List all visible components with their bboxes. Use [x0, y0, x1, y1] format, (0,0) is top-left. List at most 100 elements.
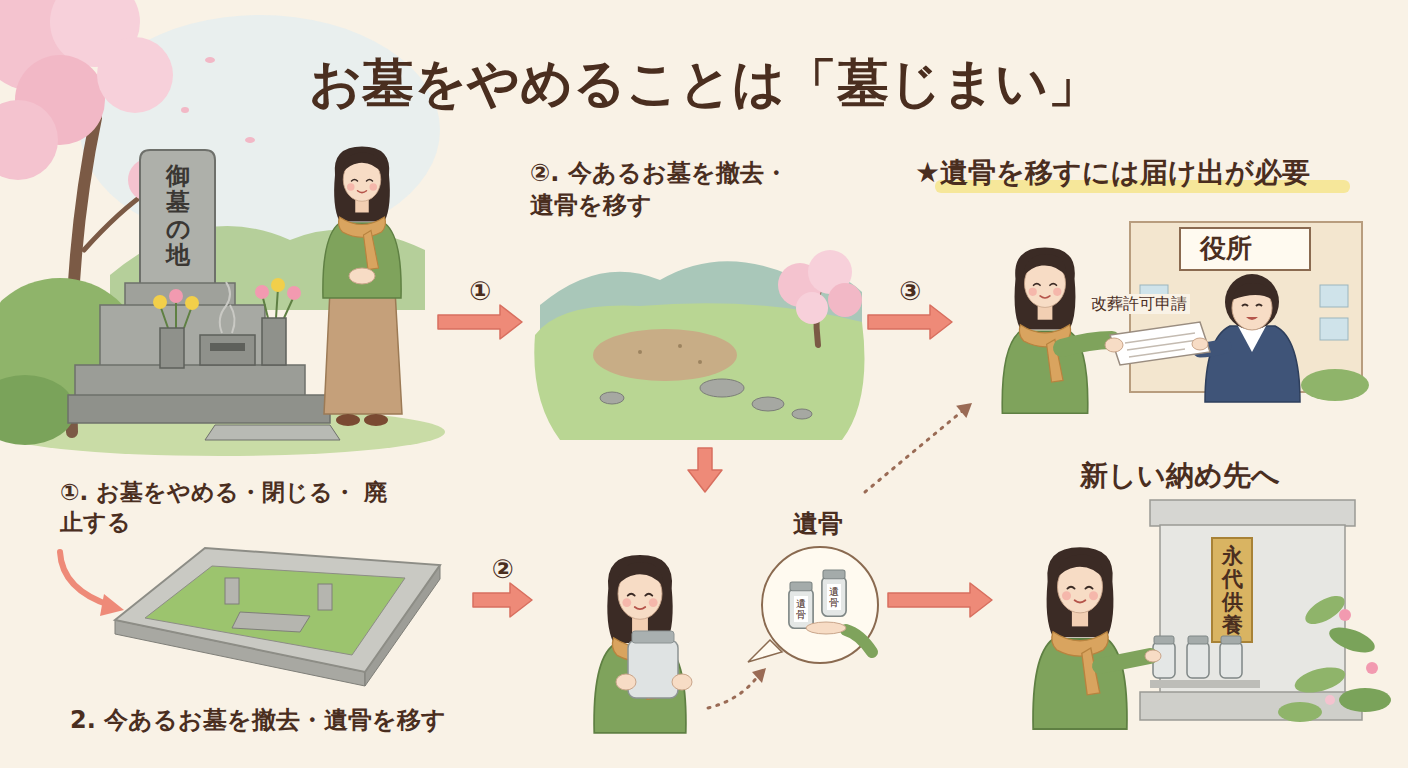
flow-arrow	[868, 305, 952, 339]
columbarium-illustration-part	[1292, 663, 1348, 698]
empty-plot-illustration-part	[752, 397, 784, 411]
remains-illustration-part	[616, 674, 636, 690]
grave-illustration-part	[97, 37, 173, 113]
columbarium-illustration-part	[1140, 692, 1362, 720]
remains-illustration	[594, 547, 878, 733]
remains-illustration-part	[822, 570, 846, 616]
grave-illustration-part	[287, 286, 301, 300]
remains-illustration-part	[827, 584, 841, 610]
removal-scene: ②. 今あるお墓を撤去・ 遺骨を移す	[530, 155, 860, 440]
remains-illustration-part	[632, 631, 674, 643]
columbarium-illustration-part	[1033, 547, 1127, 729]
remains-illustration-part	[762, 547, 878, 663]
empty-plot-illustration-part	[638, 350, 642, 354]
grave-illustration-part	[185, 296, 199, 310]
office-illustration-part	[1002, 248, 1088, 414]
remains-illustration-part	[708, 676, 758, 708]
block-arrow	[888, 583, 992, 617]
columbarium-illustration-part	[1339, 688, 1391, 712]
closed-plot-illustration-part	[318, 584, 332, 610]
remains-illustration-part	[672, 674, 692, 690]
dotted-arrow	[865, 403, 972, 492]
grave-illustration-part	[153, 295, 167, 309]
columbarium-illustration-part	[1145, 650, 1161, 662]
grave-illustration-part	[324, 290, 402, 414]
columbarium-illustration-part	[1325, 695, 1335, 705]
empty-plot-illustration-part	[678, 344, 682, 348]
columbarium-illustration-part	[1212, 538, 1252, 642]
grave-illustration-part	[271, 278, 285, 292]
flow-arrow	[438, 305, 522, 339]
step-number: ③	[899, 276, 921, 307]
grave-illustration-part	[210, 343, 245, 351]
columbarium-illustration-part	[1339, 609, 1351, 621]
block-arrow	[438, 305, 522, 339]
grave-illustration-part	[0, 100, 58, 180]
jar-label: 遺骨	[796, 598, 806, 620]
grave-illustration-part	[100, 305, 265, 367]
office-scene: ★遺骨を移すには届け出が必要役所改葬許可申請	[960, 150, 1365, 395]
columbarium-illustration-part	[1150, 500, 1355, 526]
grave-illustration-part	[125, 283, 235, 307]
office-illustration-part	[1225, 274, 1279, 330]
grave-illustration-part	[364, 414, 388, 426]
closed-plot-illustration-part	[232, 612, 310, 632]
grave-scene: 御墓の地	[20, 130, 430, 445]
office-illustration-part	[1205, 326, 1300, 402]
empty-plot-illustration-part	[593, 329, 737, 381]
block-arrow	[473, 583, 532, 617]
closed-plot-illustration-part	[100, 594, 124, 616]
grave-illustration-part	[140, 150, 215, 285]
office-illustration-part	[1125, 333, 1198, 357]
document-label: 改葬許可申請	[1088, 294, 1190, 314]
grave-illustration-part	[230, 305, 235, 333]
grave-illustration-part	[349, 268, 375, 284]
building-sign: 役所	[1200, 232, 1252, 265]
gravestone-inscription: 御墓の地	[166, 163, 190, 269]
step-heading: ①. お墓をやめる・閉じる・ 廃止する	[60, 478, 390, 538]
grave-illustration-part	[336, 414, 360, 426]
closing-scene: ①. お墓をやめる・閉じる・ 廃止する2. 今あるお墓を撤去・遺骨を移す	[45, 470, 465, 740]
jar-label: 遺骨	[829, 586, 839, 608]
columbarium-illustration-part	[1278, 702, 1322, 722]
block-arrow	[688, 448, 722, 492]
grave-illustration-part	[323, 147, 401, 299]
empty-plot-illustration-part	[698, 360, 702, 364]
columbarium-illustration-part	[1150, 680, 1260, 688]
office-illustration-part	[1301, 369, 1369, 401]
grave-illustration-part	[75, 365, 305, 397]
step-heading: ②. 今あるお墓を撤去・ 遺骨を移す	[530, 157, 802, 222]
notice-heading: ★遺骨を移すには届け出が必要	[915, 155, 1310, 190]
remains-illustration-part	[846, 630, 872, 652]
new-place-scene: 新しい納め先へ永代供養	[1000, 455, 1365, 725]
bubble-label: 遺骨	[793, 508, 843, 539]
flow-arrow	[888, 583, 992, 617]
remains-illustration-part	[789, 582, 813, 628]
grave-illustration-part	[205, 425, 340, 440]
diagram-title: お墓をやめることは「墓じまい」	[0, 52, 1408, 114]
empty-plot-illustration	[534, 250, 864, 440]
flow-arrow	[688, 448, 722, 492]
remains-illustration-part	[806, 622, 846, 634]
empty-plot-illustration-part	[600, 392, 624, 404]
remains-illustration-part	[594, 555, 686, 733]
empty-plot-illustration-part	[700, 379, 744, 397]
remains-illustration-part	[628, 640, 678, 698]
grave-illustration-part	[262, 318, 286, 365]
grave-illustration-part	[220, 282, 230, 333]
step-number: ②	[491, 554, 513, 585]
office-illustration-part	[1110, 322, 1210, 365]
closed-plot-illustration-part	[115, 548, 440, 672]
grave-illustration-part	[169, 289, 183, 303]
office-illustration-part	[1105, 338, 1123, 352]
columbarium-illustration-part	[1366, 662, 1378, 674]
grave-illustration-part	[68, 395, 330, 423]
step-number: ①	[469, 276, 491, 307]
remains-illustration-part	[794, 596, 808, 622]
grave-illustration-part	[0, 375, 75, 445]
empty-plot-illustration-part	[792, 409, 812, 419]
office-illustration-part	[1320, 285, 1348, 307]
closed-plot-illustration-part	[145, 566, 405, 655]
